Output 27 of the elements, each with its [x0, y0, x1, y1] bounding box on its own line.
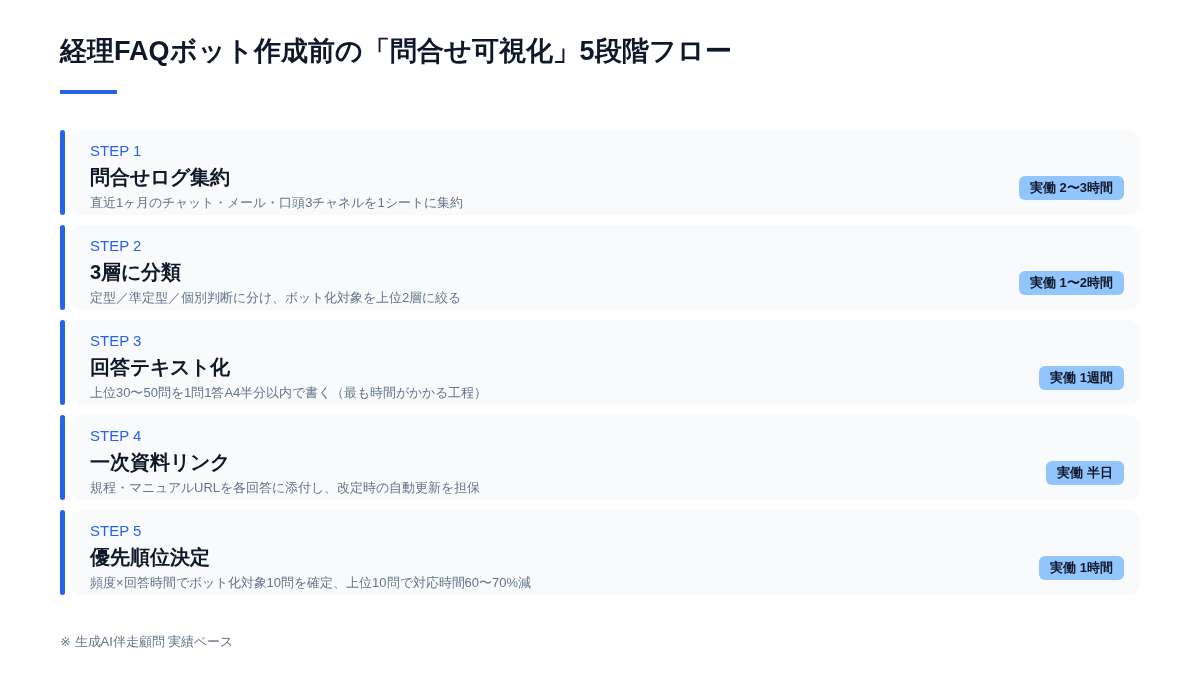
step-card [70, 130, 1140, 215]
step-card [70, 510, 1140, 595]
page-title: 経理FAQボット作成前の「問合せ可視化」5段階フロー [60, 35, 732, 68]
step-description: 定型／準定型／個別判断に分け、ボット化対象を上位2層に絞る [90, 290, 462, 306]
step-label: STEP 1 [90, 142, 142, 160]
step-card [70, 415, 1140, 500]
step-title: 一次資料リンク [90, 450, 230, 475]
duration-badge: 実働 半日 [1046, 461, 1124, 485]
step-card [70, 225, 1140, 310]
step-description: 頻度×回答時間でボット化対象10問を確定、上位10問で対応時間60〜70%減 [90, 575, 531, 591]
step-label: STEP 5 [90, 522, 142, 540]
duration-badge: 実働 1〜2時間 [1018, 271, 1124, 295]
duration-badge: 実働 2〜3時間 [1018, 176, 1124, 200]
step-title: 回答テキスト化 [90, 355, 230, 380]
step-description: 直近1ヶ月のチャット・メール・口頭3チャネルを1シートに集約 [90, 195, 463, 211]
duration-badge: 実働 1週間 [1039, 366, 1124, 390]
step-description: 上位30〜50問を1問1答A4半分以内で書く（最も時間がかかる工程） [90, 385, 488, 401]
step-label: STEP 4 [90, 427, 142, 445]
step-title: 3層に分類 [90, 260, 182, 285]
footnote: ※ 生成AI伴走顧問 実績ベース [60, 634, 234, 650]
step-label: STEP 3 [90, 332, 142, 350]
step-description: 規程・マニュアルURLを各回答に添付し、改定時の自動更新を担保 [90, 480, 480, 496]
step-label: STEP 2 [90, 237, 142, 255]
step-title: 問合せログ集約 [90, 165, 230, 190]
duration-badge: 実働 1時間 [1039, 556, 1124, 580]
step-title: 優先順位決定 [90, 545, 210, 570]
step-card [70, 320, 1140, 405]
